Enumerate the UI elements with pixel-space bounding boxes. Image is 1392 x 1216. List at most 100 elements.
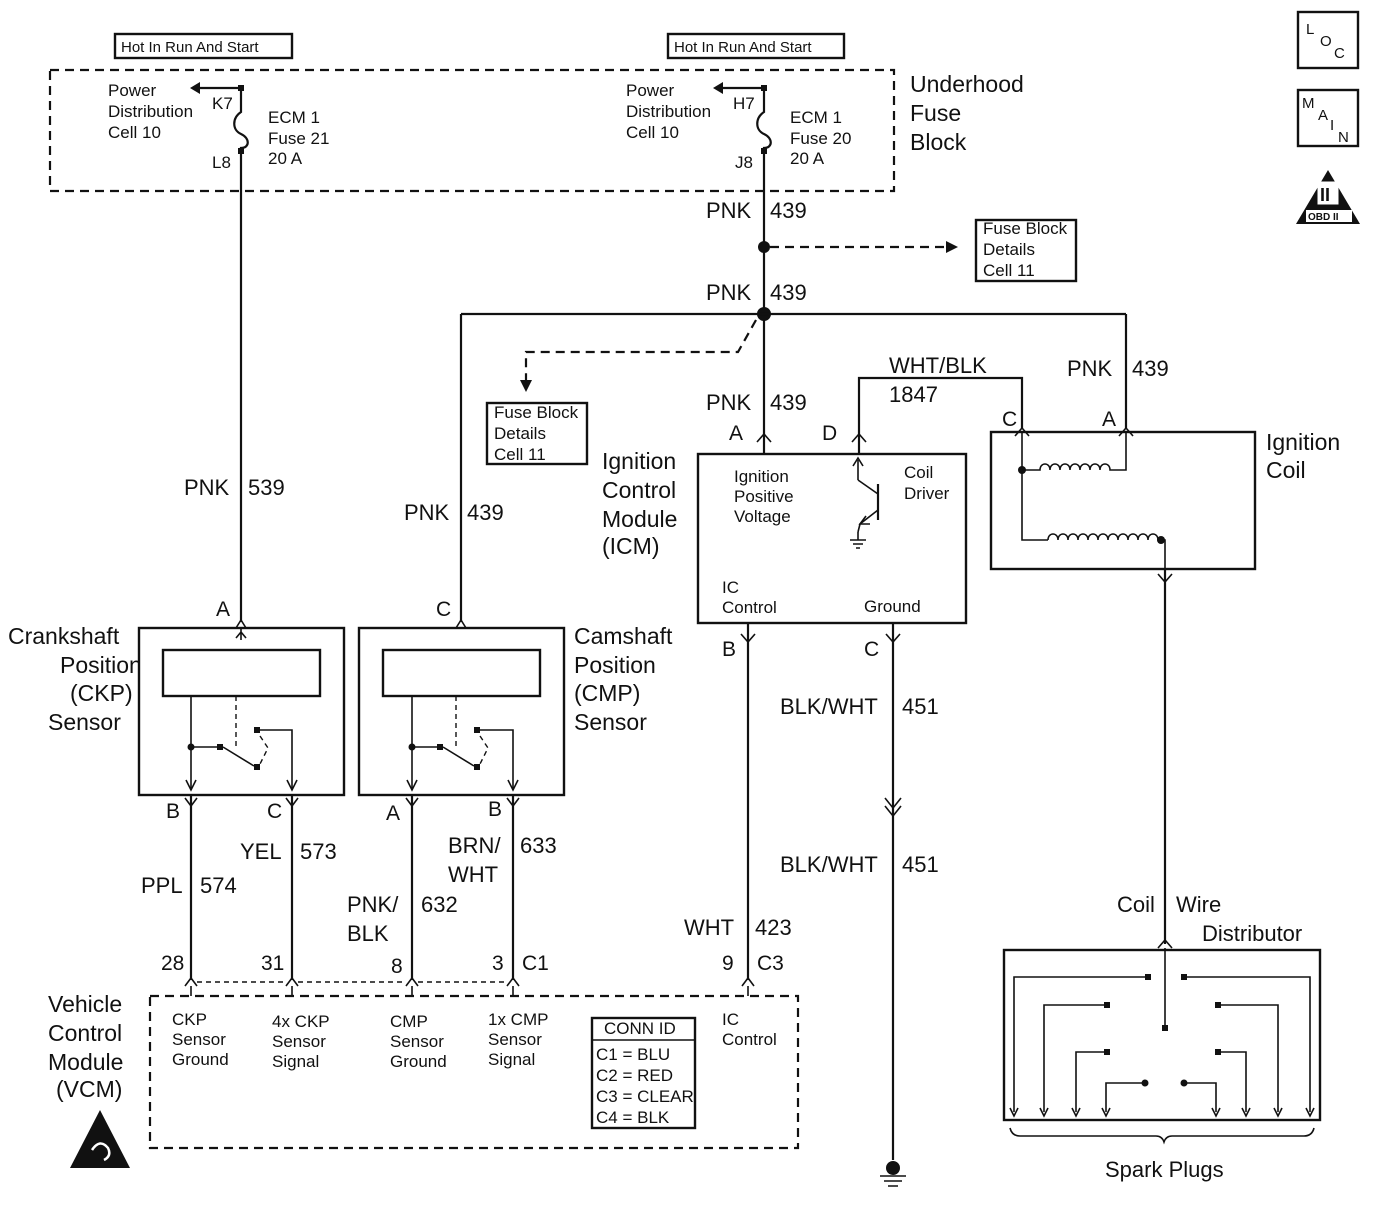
svg-text:Cell 11: Cell 11 xyxy=(983,261,1035,280)
svg-text:Fuse Block: Fuse Block xyxy=(983,219,1068,238)
svg-text:574: 574 xyxy=(200,873,237,898)
svg-text:Ground: Ground xyxy=(390,1052,447,1071)
svg-text:BLK/WHT: BLK/WHT xyxy=(780,694,878,719)
svg-text:D: D xyxy=(822,422,837,445)
svg-text:PNK: PNK xyxy=(184,475,230,500)
svg-text:CKP: CKP xyxy=(172,1010,207,1029)
svg-text:L: L xyxy=(1306,21,1314,38)
svg-text:A: A xyxy=(729,422,743,445)
ref-fuse-block-details-right: Fuse Block Details Cell 11 xyxy=(974,218,1078,283)
ckp-sensor: Crankshaft Position (CKP) Sensor xyxy=(8,618,346,797)
svg-text:1x CMP: 1x CMP xyxy=(488,1010,548,1029)
svg-text:Details: Details xyxy=(494,424,546,443)
svg-text:Signal: Signal xyxy=(488,1050,535,1069)
svg-text:C4 = BLK: C4 = BLK xyxy=(596,1108,670,1127)
svg-text:Power: Power xyxy=(108,81,157,100)
svg-text:31: 31 xyxy=(261,952,284,975)
svg-text:Details: Details xyxy=(983,240,1035,259)
distributor xyxy=(1002,948,1322,1122)
svg-text:CMP: CMP xyxy=(390,1012,428,1031)
svg-text:CONN ID: CONN ID xyxy=(604,1019,676,1038)
svg-text:20 A: 20 A xyxy=(790,149,825,168)
svg-text:28: 28 xyxy=(161,952,184,975)
svg-text:(ICM): (ICM) xyxy=(602,533,659,559)
hot-label-right: Hot In Run And Start xyxy=(666,32,846,60)
svg-text:Ground: Ground xyxy=(864,597,921,616)
svg-text:Voltage: Voltage xyxy=(734,507,791,526)
svg-text:Fuse Block: Fuse Block xyxy=(494,403,579,422)
svg-text:IC: IC xyxy=(722,1010,739,1029)
svg-text:Cell 10: Cell 10 xyxy=(108,123,161,142)
svg-text:423: 423 xyxy=(755,915,792,940)
svg-text:ECM 1: ECM 1 xyxy=(790,108,842,127)
hot-label-left: Hot In Run And Start xyxy=(113,32,294,60)
svg-text:439: 439 xyxy=(1132,356,1169,381)
svg-text:C3: C3 xyxy=(757,952,784,975)
svg-text:Sensor: Sensor xyxy=(574,709,647,735)
svg-text:539: 539 xyxy=(248,475,285,500)
svg-text:Position: Position xyxy=(574,652,656,678)
svg-text:A: A xyxy=(386,802,400,825)
svg-text:Distribution: Distribution xyxy=(626,102,711,121)
svg-text:C: C xyxy=(1334,45,1345,62)
svg-text:Fuse: Fuse xyxy=(910,100,961,126)
esd-warning-icon xyxy=(70,1110,130,1168)
svg-text:Cell 10: Cell 10 xyxy=(626,123,679,142)
ref-fuse-block-details-mid: Fuse Block Details Cell 11 xyxy=(485,401,589,466)
main-badge: M A I N xyxy=(1296,88,1360,148)
svg-text:Distribution: Distribution xyxy=(108,102,193,121)
svg-text:Driver: Driver xyxy=(904,484,950,503)
svg-text:A: A xyxy=(1102,408,1116,431)
svg-text:B: B xyxy=(488,798,502,821)
svg-text:I: I xyxy=(1330,117,1334,134)
svg-text:Module: Module xyxy=(48,1049,123,1075)
svg-text:B: B xyxy=(722,638,736,661)
svg-text:Control: Control xyxy=(602,477,676,503)
svg-text:A: A xyxy=(1318,107,1328,124)
svg-text:II: II xyxy=(1320,185,1330,205)
svg-text:PNK/: PNK/ xyxy=(347,892,399,917)
svg-text:BLK/WHT: BLK/WHT xyxy=(780,852,878,877)
conn-id-table: CONN ID C1 = BLU C2 = RED C3 = CLEAR C4 … xyxy=(590,1016,697,1130)
svg-text:Power: Power xyxy=(626,81,675,100)
svg-text:Ground: Ground xyxy=(172,1050,229,1069)
svg-text:Module: Module xyxy=(602,506,677,532)
obd-ii-icon: II OBD II xyxy=(1296,170,1360,224)
svg-text:PNK: PNK xyxy=(404,500,450,525)
svg-text:Position: Position xyxy=(60,652,142,678)
svg-text:3: 3 xyxy=(492,952,504,975)
svg-text:K7: K7 xyxy=(212,94,233,113)
svg-text:L8: L8 xyxy=(212,153,231,172)
svg-text:Ignition: Ignition xyxy=(734,467,789,486)
svg-text:Ignition: Ignition xyxy=(602,448,676,474)
svg-text:ECM 1: ECM 1 xyxy=(268,108,320,127)
svg-text:C1 = BLU: C1 = BLU xyxy=(596,1045,670,1064)
svg-text:451: 451 xyxy=(902,852,939,877)
svg-text:Spark Plugs: Spark Plugs xyxy=(1105,1157,1224,1182)
ground-icon xyxy=(880,1161,906,1187)
ignition-coil: Ignition Coil xyxy=(989,429,1340,571)
svg-text:Coil: Coil xyxy=(1117,892,1155,917)
svg-text:C3 = CLEAR: C3 = CLEAR xyxy=(596,1087,694,1106)
svg-text:(CKP): (CKP) xyxy=(70,680,133,706)
loc-badge: L O C xyxy=(1296,10,1360,70)
svg-text:WHT: WHT xyxy=(448,862,498,887)
svg-text:Signal: Signal xyxy=(272,1052,319,1071)
svg-text:Fuse 20: Fuse 20 xyxy=(790,129,851,148)
svg-text:Block: Block xyxy=(910,129,967,155)
svg-text:Sensor: Sensor xyxy=(172,1030,226,1049)
svg-text:PPL: PPL xyxy=(141,873,183,898)
svg-text:Control: Control xyxy=(722,598,777,617)
svg-text:633: 633 xyxy=(520,833,557,858)
svg-text:8: 8 xyxy=(391,955,403,978)
svg-text:Cell 11: Cell 11 xyxy=(494,445,546,464)
svg-text:Coil: Coil xyxy=(1266,457,1306,483)
svg-text:WHT/BLK: WHT/BLK xyxy=(889,353,987,378)
svg-text:C: C xyxy=(864,638,879,661)
svg-text:BLK: BLK xyxy=(347,921,389,946)
svg-text:632: 632 xyxy=(421,892,458,917)
svg-text:9: 9 xyxy=(722,952,734,975)
fuse-20: Power Distribution Cell 10 H7 J8 ECM 1 F… xyxy=(626,81,851,172)
svg-text:439: 439 xyxy=(467,500,504,525)
svg-text:(CMP): (CMP) xyxy=(574,680,640,706)
